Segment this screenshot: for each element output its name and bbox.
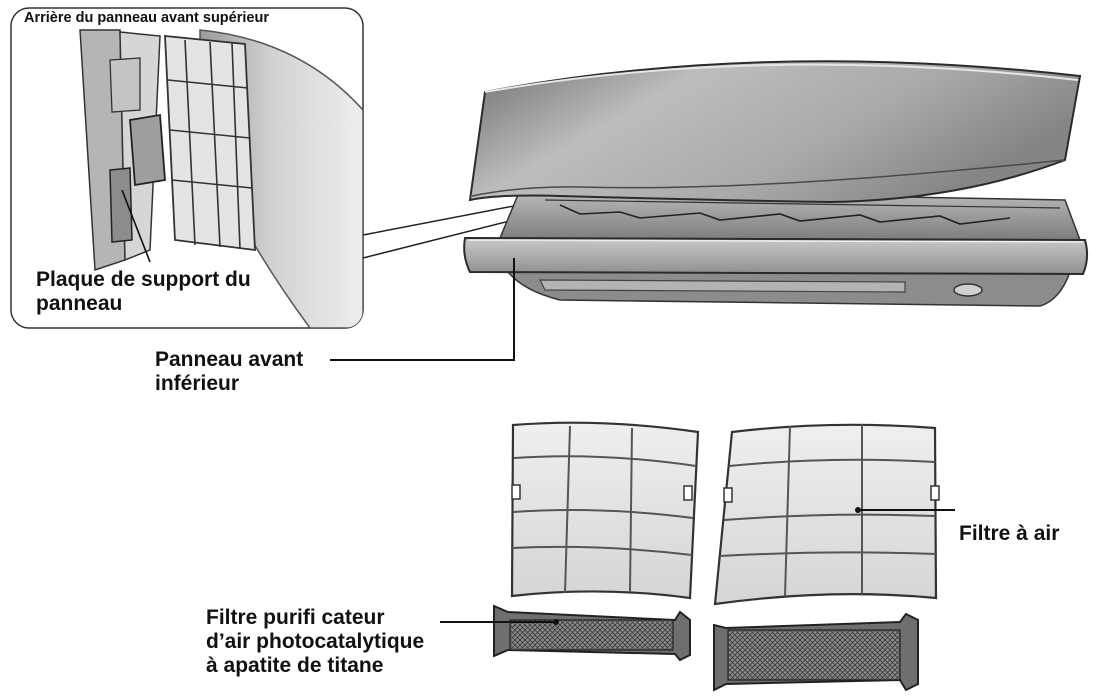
inset-title: Arrière du panneau avant supérieur (24, 10, 269, 26)
label-photocatalytic-filter-line1: Filtre purifi cateur (206, 606, 385, 629)
label-lower-front-panel-line1: Panneau avant (155, 348, 304, 371)
label-support-plate: Plaque de support du panneau (36, 268, 251, 316)
label-photocatalytic-filter-line2: d’air photocatalytique (206, 630, 425, 653)
air-filter-right (713, 423, 940, 606)
air-filter-left (510, 421, 700, 600)
label-photocatalytic-filter-line3: à apatite de titane (206, 654, 384, 677)
label-photocatalytic-filter: Filtre purifi cateur d’air photocatalyti… (206, 606, 424, 678)
inset-view (10, 7, 364, 329)
photocatalytic-filter-right (713, 612, 919, 692)
label-lower-front-panel: Panneau avant inférieur (155, 348, 303, 396)
leader-lower-panel (330, 258, 515, 361)
label-air-filter: Filtre à air (959, 522, 1060, 545)
label-lower-front-panel-line2: inférieur (155, 372, 240, 395)
label-support-plate-line2: panneau (36, 292, 123, 315)
label-support-plate-line1: Plaque de support du (36, 268, 251, 291)
photocatalytic-filter-left (493, 604, 691, 662)
air-conditioner-unit (463, 60, 1089, 307)
